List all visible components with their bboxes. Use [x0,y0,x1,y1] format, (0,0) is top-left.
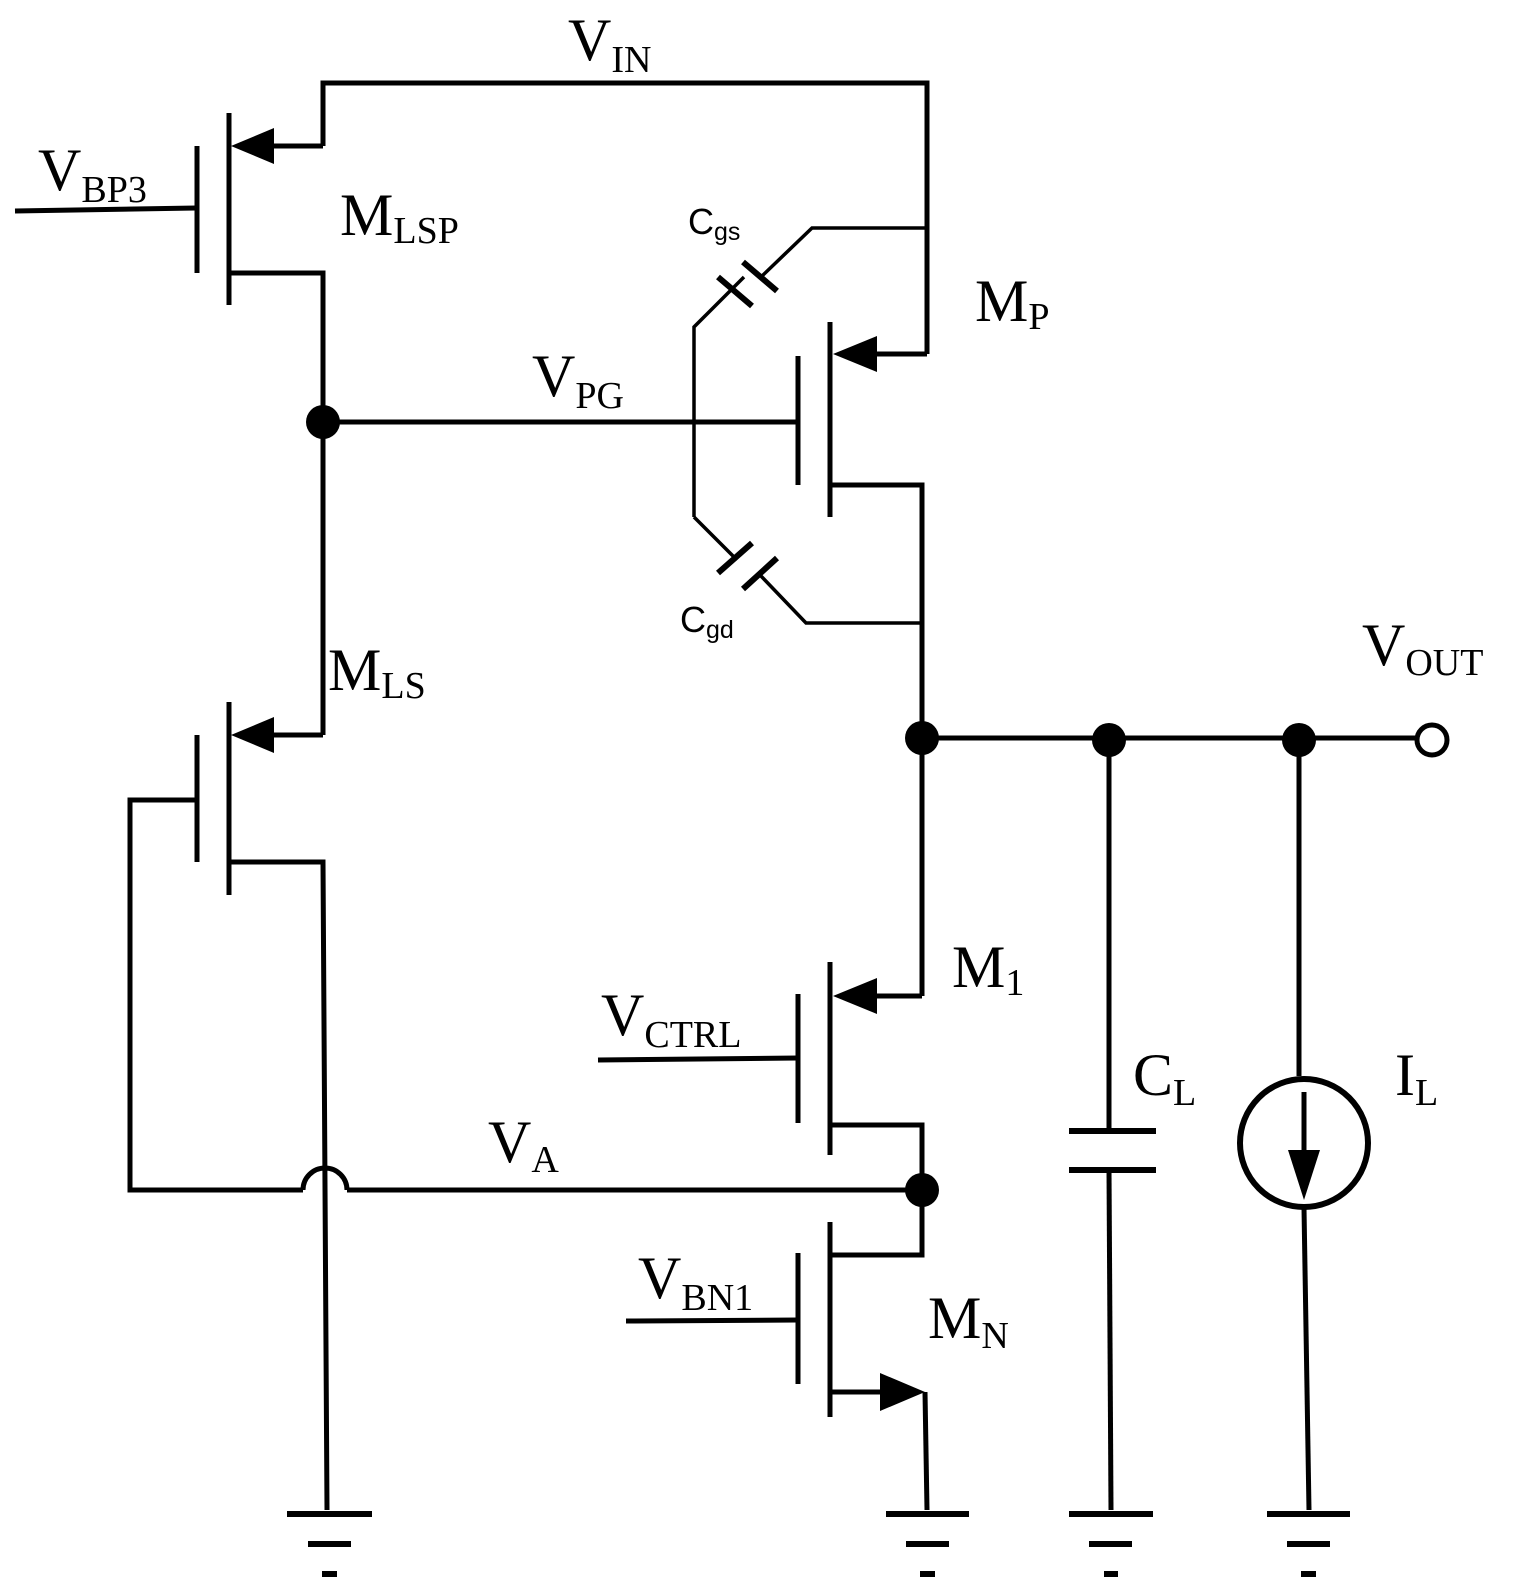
label-mls: MLS [328,637,426,707]
cgs-wire [692,275,746,517]
il-bottom-wire [1301,1207,1312,1511]
cgd-plate-a [716,540,754,576]
label-vctrl: VCTRL [601,982,741,1056]
il-arrow-head [1288,1150,1320,1200]
va-crossover [300,1165,350,1191]
vbn1-gate-lead [625,1317,799,1324]
transistor-mp [795,322,927,738]
label-cgd: Cgd [680,599,734,644]
label-mlsp: MLSP [340,182,459,252]
label-m1: M1 [952,934,1024,1004]
label-il: IL [1395,1042,1438,1114]
transistor-mlsp [14,113,326,422]
label-cgs: Cgs [688,201,740,246]
capacitor-cgd [692,515,922,625]
transistor-mn [625,1190,930,1511]
label-mp: MP [975,268,1050,338]
m1-drain-lead [830,1122,925,1190]
mp-drain-lead [830,482,925,738]
mn-arrow [880,1373,925,1411]
label-va: VA [488,1109,559,1181]
vin-rail [320,80,930,354]
mlsp-arrow [231,128,274,164]
vout-terminal [1414,722,1450,758]
cgs-plate-b [741,259,779,294]
label-cl: CL [1133,1042,1196,1114]
ground-cl [1069,1511,1153,1577]
label-vbn1: VBN1 [638,1245,753,1319]
mlsp-drain-lead [229,270,326,422]
label-vbp3: VBP3 [38,137,147,211]
cgd-plate-b [740,555,780,592]
current-source-il [1237,740,1371,1511]
mls-arrow [231,717,274,753]
capacitor-cgs [692,226,927,517]
mp-arrow [833,336,877,372]
mn-ground-wire [922,1391,930,1511]
cl-bottom-wire [1106,1169,1114,1511]
cgd-wire [692,515,739,562]
vbp3-gate-lead [14,205,197,214]
label-vout: VOUT [1362,612,1483,684]
capacitor-cl [1069,740,1156,1511]
ground-mls [287,1511,372,1577]
cgs-wire-right [760,226,927,278]
mls-drain-lead [229,859,330,1511]
transistor-mls [127,702,350,1511]
vctrl-gate-lead [597,1055,799,1063]
mn-drain-lead [830,1190,925,1258]
transistor-m1 [597,738,925,1190]
m1-arrow [833,978,877,1014]
cgs-plate-a [716,274,754,309]
label-mn: MN [928,1285,1009,1357]
label-vpg: VPG [532,343,624,417]
ground-il [1267,1511,1350,1577]
mls-gate-lead [127,797,303,1193]
cgd-wire-right [759,574,922,625]
label-vin: VIN [568,7,651,81]
il-circle [1237,1076,1371,1210]
ground-mn [886,1511,969,1577]
